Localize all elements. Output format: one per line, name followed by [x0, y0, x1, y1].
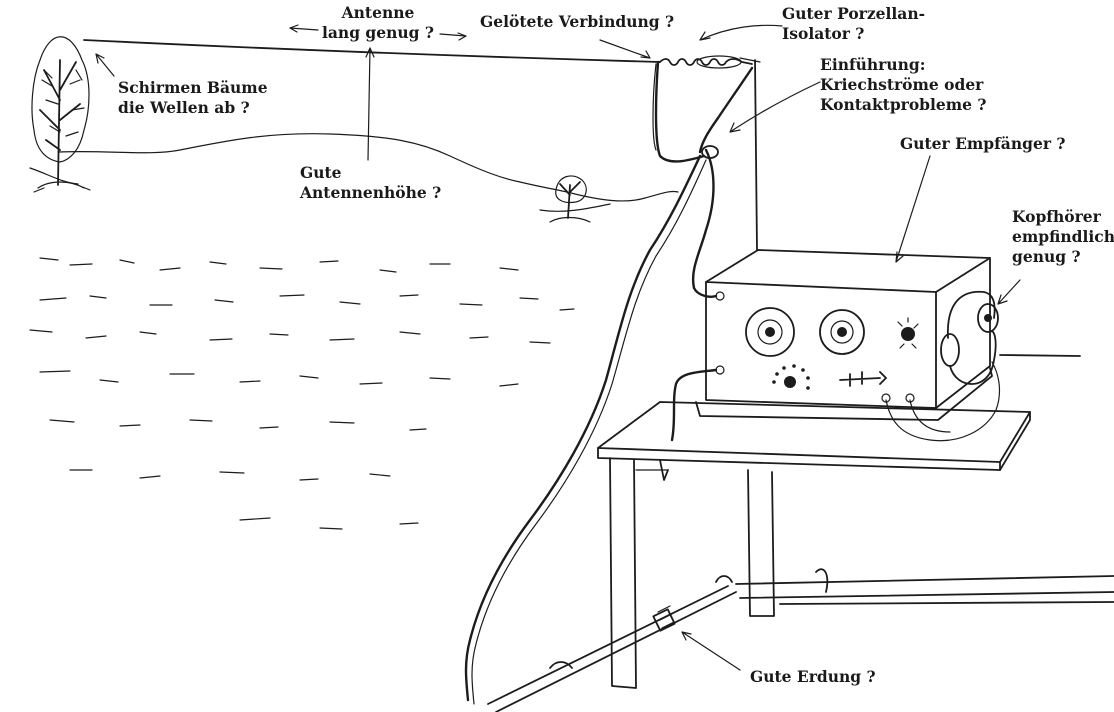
- label-soldered-joint: Gelötete Verbindung ?: [480, 12, 674, 32]
- tree-small: [549, 175, 591, 223]
- label-insulator-line2: Isolator ?: [782, 24, 865, 43]
- porcelain-insulator: [696, 55, 742, 69]
- label-lead-in-line1: Einführung:: [820, 55, 926, 74]
- water-pipe: [487, 568, 1114, 712]
- label-antenna-length-line1: Antenne: [341, 3, 415, 22]
- tree-left: [31, 36, 91, 193]
- label-trees-line2: die Wellen ab ?: [118, 98, 250, 117]
- label-receiver-text: Guter Empfänger ?: [900, 134, 1066, 153]
- label-headphones: Kopfhörer empfindlich genug ?: [1012, 207, 1114, 267]
- table: [597, 401, 1031, 689]
- field-hatching: [29, 257, 575, 530]
- house-wall: [739, 57, 1081, 357]
- label-insulator: Guter Porzellan- Isolator ?: [782, 4, 925, 44]
- label-grounding-text: Gute Erdung ?: [750, 667, 876, 686]
- receiver-ground-wire: [670, 368, 718, 442]
- label-grounding: Gute Erdung ?: [750, 667, 876, 687]
- headphones-drawing: [885, 290, 1001, 442]
- label-trees: Schirmen Bäume die Wellen ab ?: [118, 78, 268, 118]
- hill-outline: [57, 133, 679, 202]
- label-trees-line1: Schirmen Bäume: [118, 78, 268, 97]
- label-lead-in-line2: Kriechströme oder: [820, 75, 984, 94]
- label-headphones-line2: empfindlich: [1012, 227, 1114, 246]
- tuning-dial-right: [819, 309, 865, 355]
- label-insulator-line1: Guter Porzellan-: [782, 4, 926, 23]
- label-antenna-height-line1: Gute: [300, 163, 342, 182]
- label-antenna-height-line2: Antennenhöhe ?: [300, 183, 442, 202]
- label-antenna-length-line2: lang genug ?: [322, 23, 434, 42]
- label-headphones-line3: genug ?: [1012, 247, 1081, 266]
- label-receiver: Guter Empfänger ?: [900, 134, 1065, 154]
- label-lead-in: Einführung: Kriechströme oder Kontaktpro…: [820, 55, 987, 115]
- tuning-dial-left: [745, 307, 795, 357]
- insulator-chain: [659, 58, 753, 66]
- label-antenna-height: Gute Antennenhöhe ?: [300, 163, 441, 203]
- lead-in-bushing: [701, 145, 719, 159]
- annotation-arrows: [95, 24, 1021, 671]
- ground-clamp: [652, 608, 676, 632]
- antenna-wire: [83, 39, 753, 69]
- label-lead-in-line3: Kontaktprobleme ?: [820, 95, 987, 114]
- landscape: [29, 133, 679, 530]
- down-lead: [464, 60, 754, 705]
- label-headphones-line1: Kopfhörer: [1012, 207, 1101, 226]
- label-antenna-length: Antenne lang genug ?: [322, 3, 434, 43]
- label-soldered-joint-text: Gelötete Verbindung ?: [480, 12, 675, 31]
